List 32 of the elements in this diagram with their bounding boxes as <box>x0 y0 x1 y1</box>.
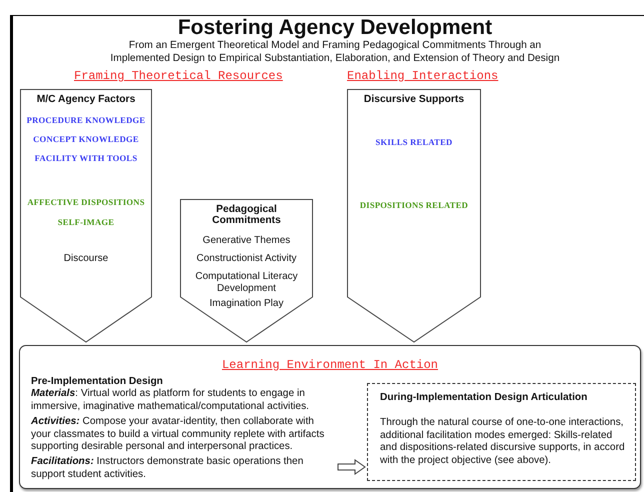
dashed-box <box>367 383 636 481</box>
list-item: Generative Themes <box>202 235 292 247</box>
box-heading: M/C Agency Factors <box>36 94 136 105</box>
factor-label: AFFECTIVE DISPOSITIONS <box>26 197 146 207</box>
paragraph: Through the natural course of one-to-one interactions, additional facilitation modes emerged: Skills-related and dispositions-related discursive supports, in accord with the project objective (see above). <box>380 417 625 468</box>
factor-label: SKILLS RELATED <box>374 137 454 147</box>
box-heading: Pre-Implementation Design <box>31 376 164 388</box>
paragraph: Materials: Virtual world as platform for students to engage in immersive, imaginative mathematical/computational activities. <box>31 388 310 414</box>
section-heading: Learning Environment In Action <box>222 358 438 372</box>
paragraph: Facilitations: Instructors demonstrate basic operations then support student activities. <box>31 456 304 482</box>
chevron-shape <box>20 89 152 343</box>
section-panel <box>19 345 641 489</box>
chevron-shape <box>180 199 313 343</box>
factor-label: CONCEPT KNOWLEDGE <box>32 134 140 144</box>
list-item: Computational Literacy Development <box>194 271 299 295</box>
list-item: Discourse <box>62 253 110 265</box>
factor-label: PROCEDURE KNOWLEDGE <box>26 115 146 125</box>
list-item: Constructionist Activity <box>195 253 298 265</box>
subtitle: From an Emergent Theoretical Model and Framing Pedagogical Commitments Through an Implemented Design to Empirical Substantiation, Elaboration, and Extension of Theory and Design <box>109 39 561 65</box>
block-arrow <box>338 459 366 475</box>
factor-label: DISPOSITIONS RELATED <box>358 200 470 210</box>
box-heading: Pedagogical Commitments <box>211 204 282 226</box>
factor-label: SELF-IMAGE <box>56 217 116 227</box>
box-heading: Discursive Supports <box>362 94 466 105</box>
box-heading: During-Implementation Design Articulation <box>380 392 588 404</box>
section-heading: Enabling Interactions <box>347 69 498 83</box>
list-item: Imagination Play <box>208 298 284 310</box>
section-heading: Framing Theoretical Resources <box>74 69 283 83</box>
chevron-shape <box>347 89 481 343</box>
factor-label: FACILITY WITH TOOLS <box>34 153 138 163</box>
diagram-title: Fostering Agency Development <box>176 16 494 40</box>
paragraph: Activities: Compose your avatar-identity, then collaborate with your classmates to build a virtual community replete with artifacts supporting desirable personal and interpersonal practices. <box>31 416 326 454</box>
